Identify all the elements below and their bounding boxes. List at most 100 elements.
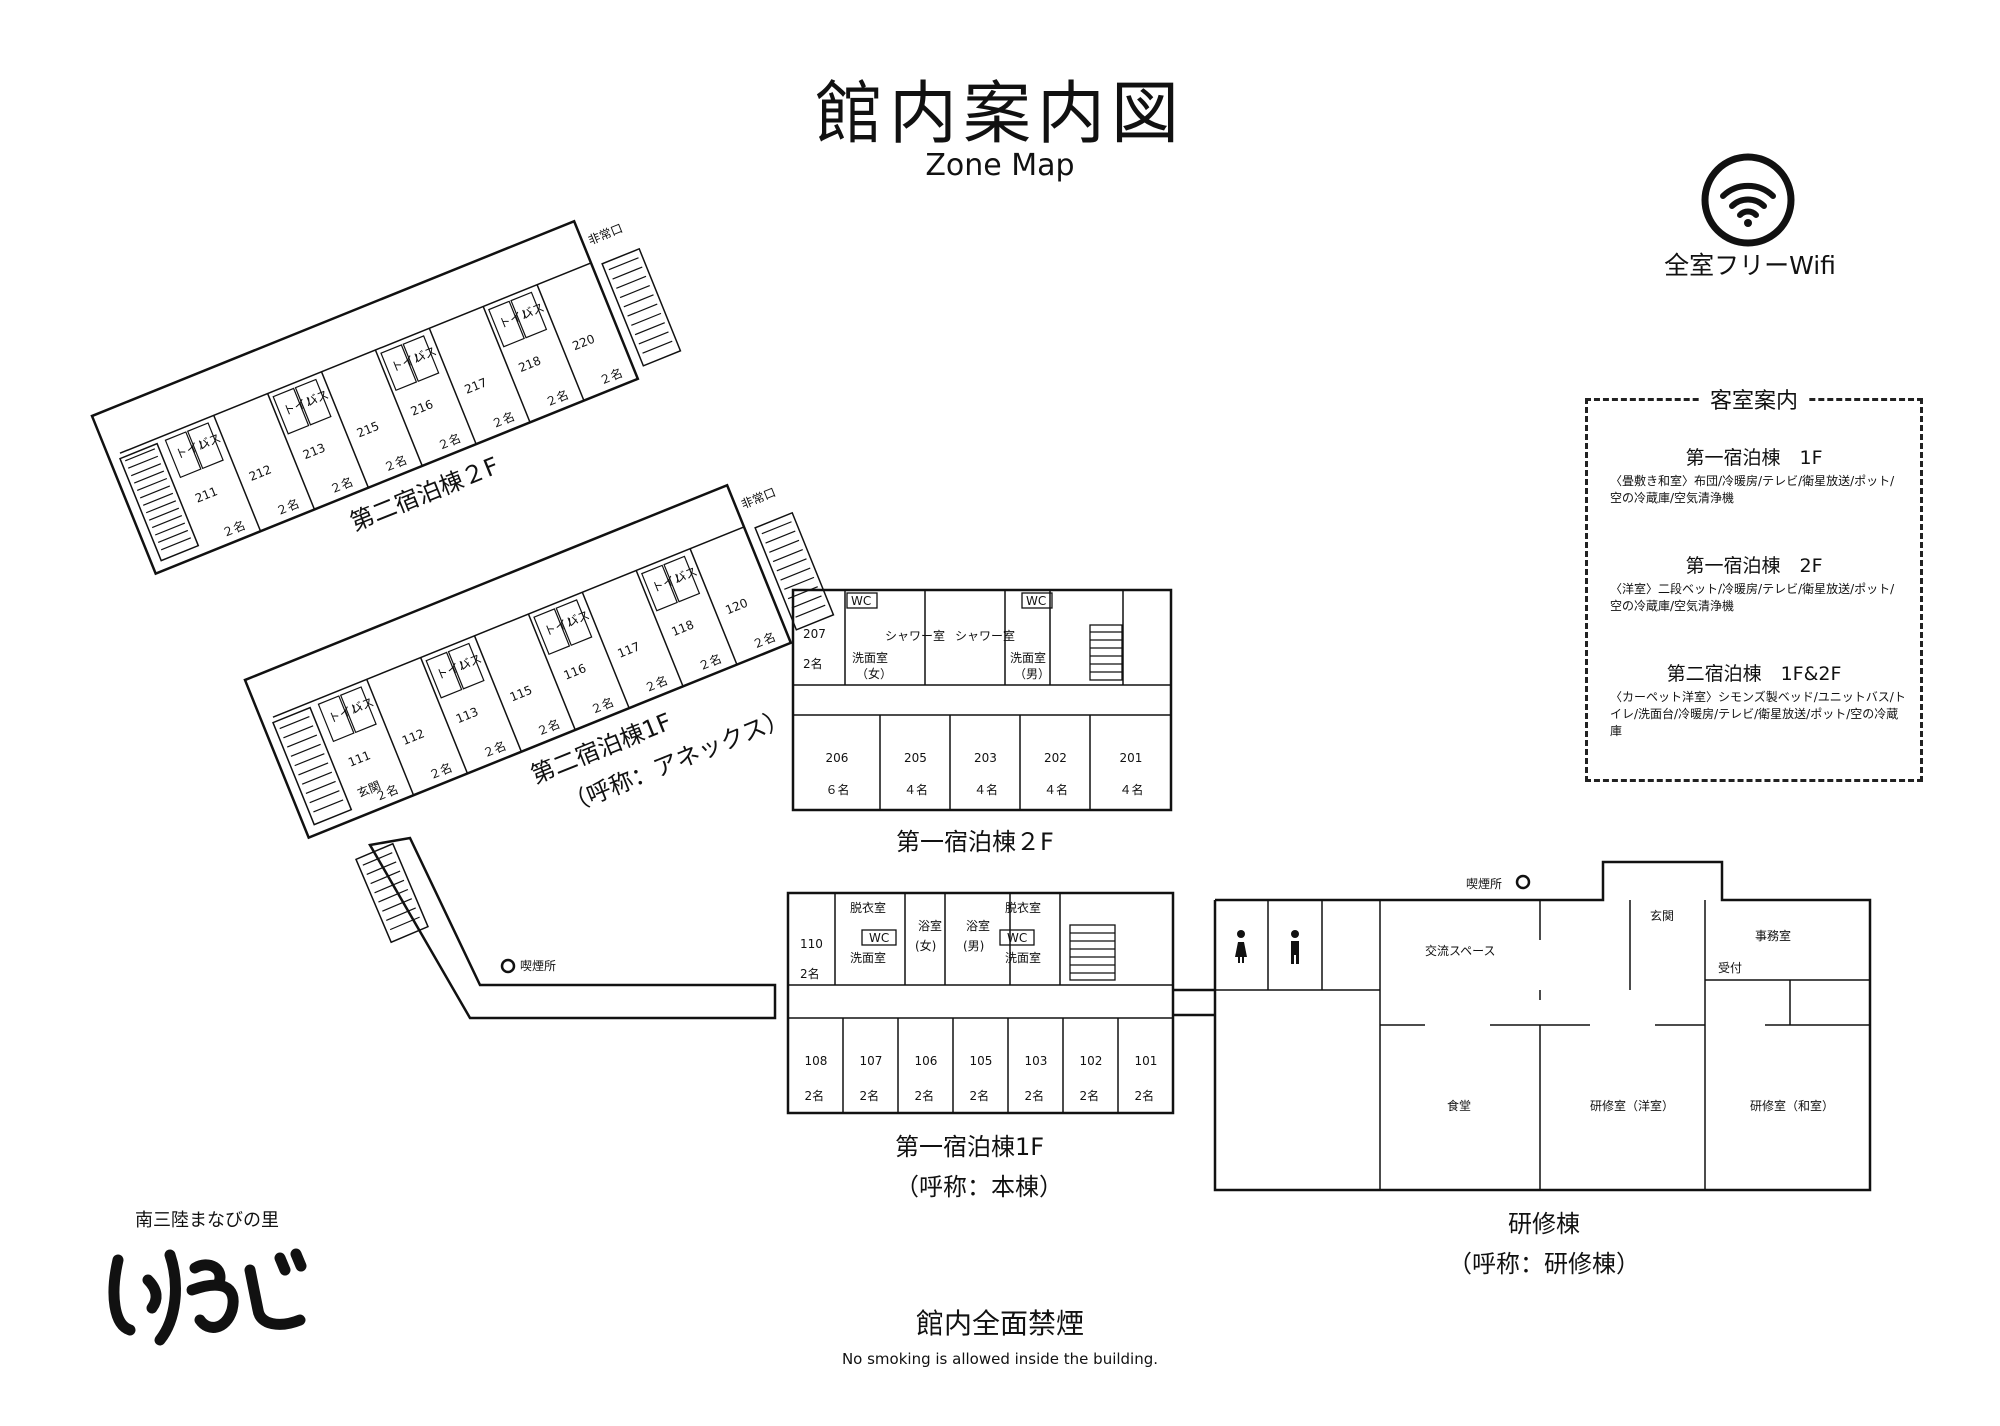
room-capacity: ２名 — [381, 452, 409, 475]
room-number: 211 — [193, 484, 219, 506]
training-room-japanese-label: 研修室（和室） — [1750, 1098, 1834, 1113]
bath-box — [402, 335, 440, 383]
guide-heading-annex: 第二宿泊棟 1F&2F — [1666, 663, 1842, 685]
smoking-spot-label: 喫煙所 — [520, 959, 556, 973]
room-number: 205 — [904, 751, 927, 765]
annex-1f-building: 非常口 玄関 第二宿泊棟1F （呼称：アネックス） トイレバス111２名112２… — [243, 483, 835, 840]
guide-heading-main-2f: 第一宿泊棟 2F — [1685, 555, 1823, 577]
toilet-box — [641, 564, 678, 612]
training-dining-label: 食堂 — [1447, 1098, 1471, 1113]
room-capacity: ２名 — [489, 408, 517, 431]
bath-box — [339, 686, 377, 734]
main-2f-wash-male-sub: （男） — [1014, 667, 1050, 681]
main-1f-building — [786, 891, 1175, 1115]
room-number: 206 — [826, 751, 849, 765]
room-number: 111 — [346, 748, 372, 770]
annex-2f-building: 非常口 第二宿泊棟２F トイレバス211２名212２名トイレバス213２名215… — [90, 219, 682, 576]
training-office-label: 事務室 — [1755, 928, 1791, 943]
toilet-box — [317, 695, 355, 743]
room-capacity: 2名 — [805, 1088, 825, 1103]
male-restroom-icon — [1291, 930, 1299, 964]
room-number: 103 — [1025, 1054, 1048, 1068]
room-110-capacity: 2名 — [800, 966, 820, 981]
training-entrance-label: 玄関 — [1650, 908, 1674, 923]
room-capacity: ２名 — [750, 629, 778, 652]
bath-box — [555, 599, 593, 647]
main-1f-washroom-left: 洗面室 — [850, 950, 886, 965]
room-number: 105 — [970, 1054, 993, 1068]
room-capacity: 2名 — [860, 1088, 880, 1103]
room-number: 102 — [1080, 1054, 1103, 1068]
room-number: 220 — [570, 332, 596, 354]
main-1f-dressing-left: 脱衣室 — [850, 900, 886, 915]
room-capacity: ２名 — [597, 365, 625, 388]
room-capacity: 2名 — [1135, 1088, 1155, 1103]
training-alias: （呼称：研修棟） — [1448, 1250, 1640, 1278]
main-1f-bath-male: 浴室 — [966, 918, 990, 933]
room-207-number: 207 — [803, 627, 826, 641]
room-guide-box: 客室案内 第一宿泊棟 1F 〈畳敷き和室〉布団/冷暖房/テレビ/衛星放送/ポット… — [1585, 389, 1923, 782]
room-number: 112 — [400, 726, 426, 748]
main-1f-washroom-right: 洗面室 — [1005, 950, 1041, 965]
room-number: 213 — [301, 441, 327, 463]
room-number: 115 — [508, 683, 534, 705]
room-number: 217 — [463, 375, 489, 397]
room-capacity: ２名 — [327, 474, 355, 497]
training-lounge-label: 交流スペース — [1425, 943, 1496, 958]
guide-heading-main-1f: 第一宿泊棟 1F — [1685, 447, 1823, 469]
toilet-box — [533, 608, 571, 656]
main-2f-wc-left: WC — [851, 594, 871, 608]
room-capacity: ６名 — [826, 782, 850, 797]
main-2f-shower-left: シャワー室 — [885, 628, 945, 643]
toilet-box — [380, 344, 418, 392]
map-subtitle: Zone Map — [925, 148, 1075, 183]
room-number: 116 — [562, 661, 588, 683]
training-label: 研修棟 — [1508, 1210, 1580, 1238]
room-number: 113 — [454, 705, 480, 727]
bath-box — [447, 642, 485, 690]
wifi-label: 全室フリーWifi — [1664, 251, 1836, 280]
room-number: 101 — [1135, 1054, 1158, 1068]
main-1f-bath-female-sub: (女) — [915, 938, 936, 953]
main-2f-label: 第一宿泊棟２F — [896, 828, 1054, 856]
training-smoking-label: 喫煙所 — [1466, 877, 1502, 891]
room-capacity: ４名 — [904, 782, 928, 797]
main-1f-alias: （呼称：本棟） — [895, 1173, 1063, 1201]
main-1f-bath-male-sub: (男) — [963, 939, 984, 953]
main-2f-wash-male: 洗面室 — [1010, 650, 1046, 665]
main-2f-wc-right: WC — [1026, 594, 1046, 608]
room-number: 202 — [1044, 751, 1067, 765]
wifi-icon — [1701, 153, 1795, 247]
guide-body-annex: 〈カーペット洋室〉シモンズ製ベッド/ユニットバス/トイレ/洗面台/冷暖房/テレビ… — [1610, 690, 1906, 738]
room-capacity: ２名 — [588, 694, 616, 717]
room-capacity: ２名 — [435, 430, 463, 453]
toilet-box — [488, 300, 525, 348]
guide-body-main-1f: 〈畳敷き和室〉布団/冷暖房/テレビ/衛星放送/ポット/空の冷蔵庫/空気清浄機 — [1610, 474, 1895, 505]
room-number: 215 — [355, 419, 381, 441]
guide-body-main-2f: 〈洋室〉二段ベット/冷暖房/テレビ/衛星放送/ポット/空の冷蔵庫/空気清浄機 — [1610, 582, 1895, 613]
room-number: 106 — [915, 1054, 938, 1068]
room-capacity: ４名 — [1044, 782, 1068, 797]
room-number: 212 — [247, 462, 273, 484]
room-guide-title: 客室案内 — [1699, 389, 1808, 414]
room-capacity: ２名 — [273, 495, 301, 518]
main-1f-dressing-right: 脱衣室 — [1005, 900, 1041, 915]
room-capacity: ２名 — [642, 672, 670, 695]
female-restroom-icon — [1235, 930, 1247, 963]
room-capacity: ４名 — [974, 782, 998, 797]
brand-logo — [108, 1248, 307, 1346]
main-1f-bath-female: 浴室 — [918, 918, 942, 933]
bath-box — [186, 422, 224, 470]
room-capacity: ２名 — [480, 738, 508, 761]
bath-box — [663, 555, 701, 603]
room-number: 118 — [669, 617, 695, 639]
room-number: 108 — [805, 1054, 828, 1068]
training-building — [1213, 860, 1872, 1192]
room-capacity: 2名 — [1025, 1088, 1045, 1103]
room-capacity: 2名 — [970, 1088, 990, 1103]
main-2f-shower-right: シャワー室 — [955, 628, 1015, 643]
main-1f-label: 第一宿泊棟1F — [895, 1133, 1044, 1161]
training-room-western-label: 研修室（洋室） — [1590, 1098, 1674, 1113]
restroom-icons — [1235, 930, 1299, 964]
room-number: 203 — [974, 751, 997, 765]
